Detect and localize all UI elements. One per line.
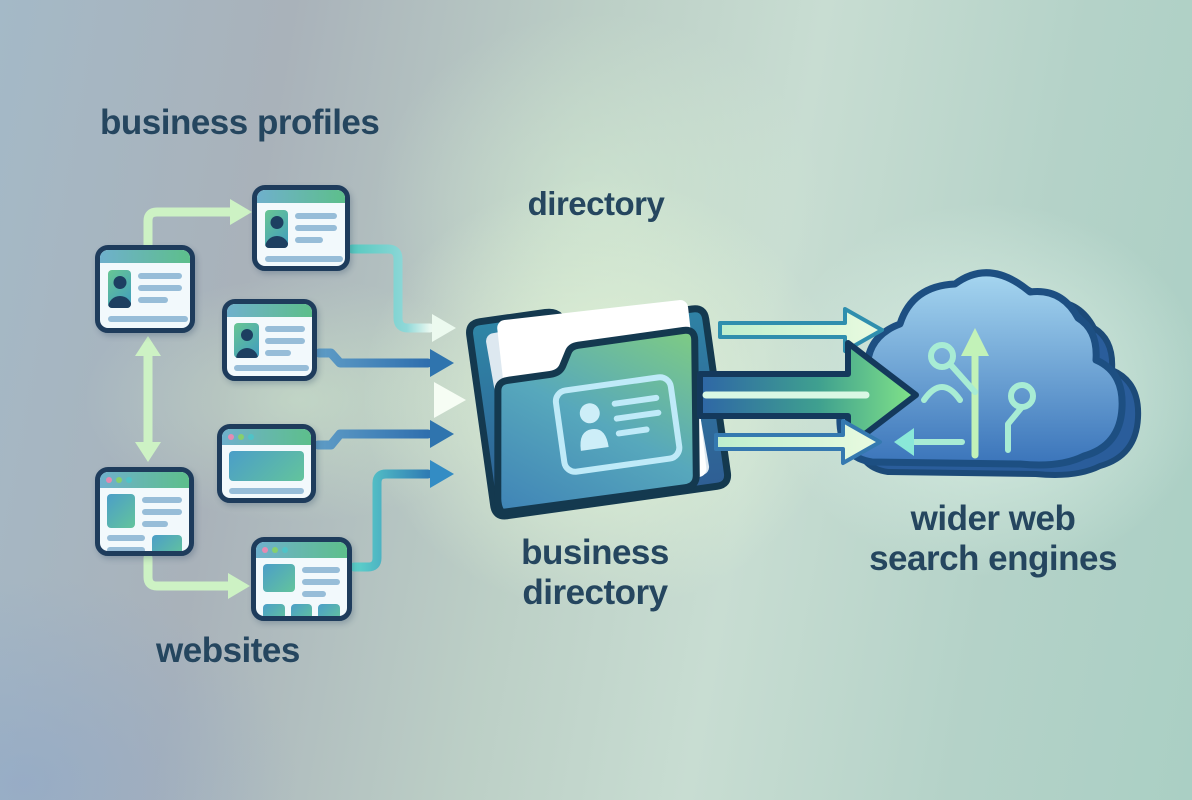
cloud-circuit-lines xyxy=(907,342,1036,459)
window-dot-icon xyxy=(126,477,132,483)
small-arrow-icon xyxy=(718,307,884,353)
search-engines-label-line1: wider web xyxy=(910,499,1076,538)
arrowhead-up-icon xyxy=(135,336,161,356)
folder-idcard-icon xyxy=(552,374,683,475)
window-dot-icon xyxy=(282,547,288,553)
card-header-bar xyxy=(257,190,345,203)
arrowhead-icon xyxy=(430,349,454,377)
websites-label: websites xyxy=(156,631,300,670)
directory-label: directory xyxy=(527,185,665,222)
browser-chrome-bar xyxy=(100,472,189,488)
text-lines xyxy=(142,494,182,528)
browser-chrome-bar xyxy=(222,429,311,445)
text-lines xyxy=(229,488,304,498)
folder-to-cloud-arrows xyxy=(697,307,919,465)
arrowhead-icon xyxy=(434,382,466,418)
browser-chrome-bar xyxy=(256,542,347,558)
text-lines xyxy=(108,316,188,328)
website-card-1 xyxy=(95,467,194,556)
text-lines xyxy=(302,564,340,597)
text-lines xyxy=(295,210,337,248)
business-directory-label-line1: business xyxy=(521,533,669,572)
content-block xyxy=(152,535,182,551)
arrowhead-icon xyxy=(228,573,250,599)
content-block xyxy=(229,451,304,481)
circuit-up-arrowhead-icon xyxy=(961,328,989,356)
window-dot-icon xyxy=(272,547,278,553)
profiles-flow-arrows xyxy=(135,199,466,599)
text-lines xyxy=(138,270,182,308)
business-profiles-label: business profiles xyxy=(100,103,380,142)
text-lines xyxy=(234,365,309,376)
card-header-bar xyxy=(227,304,312,317)
business-directory-label-line2: directory xyxy=(522,573,668,612)
search-engines-label-line2: search engines xyxy=(869,539,1117,578)
arrowhead-down-icon xyxy=(135,442,161,462)
arrowhead-icon xyxy=(432,314,456,342)
arrowhead-icon xyxy=(430,460,454,488)
window-dot-icon xyxy=(238,434,244,440)
window-dot-icon xyxy=(248,434,254,440)
content-blocks xyxy=(263,604,341,616)
card-header-bar xyxy=(100,250,190,263)
content-block xyxy=(263,564,295,592)
window-dot-icon xyxy=(228,434,234,440)
avatar-icon xyxy=(234,323,259,358)
avatar-icon xyxy=(265,210,288,248)
website-card-2 xyxy=(217,424,316,503)
text-lines xyxy=(265,323,305,358)
window-dot-icon xyxy=(116,477,122,483)
website-card-3 xyxy=(251,537,352,621)
profile-card-2 xyxy=(252,185,350,271)
cards-to-folder-arrows xyxy=(313,244,456,572)
profile-card-3 xyxy=(222,299,317,381)
circuit-left-arrowhead-icon xyxy=(894,428,914,456)
avatar-icon xyxy=(108,270,131,308)
arrowhead-icon xyxy=(230,199,252,225)
window-dot-icon xyxy=(262,547,268,553)
small-arrow-icon xyxy=(714,419,882,465)
text-lines xyxy=(107,535,145,551)
text-lines xyxy=(265,256,343,266)
business-directory-folder-icon xyxy=(466,300,732,520)
content-block xyxy=(107,494,135,528)
arrowhead-icon xyxy=(430,420,454,448)
profile-card-1 xyxy=(95,245,195,333)
window-dot-icon xyxy=(106,477,112,483)
